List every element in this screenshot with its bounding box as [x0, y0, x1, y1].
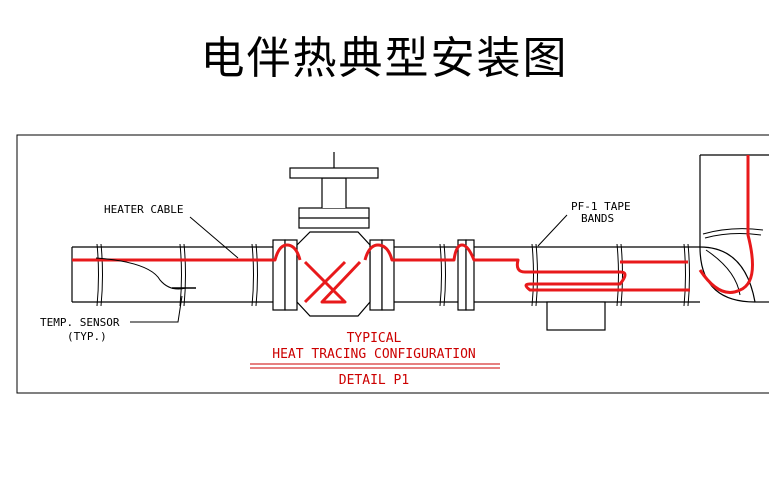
valve	[289, 152, 379, 317]
tape-bands	[96, 243, 690, 307]
heater-cable	[72, 155, 754, 304]
elbow-pipe	[699, 154, 769, 303]
drawing-frame	[16, 134, 769, 394]
caption-line-3: DETAIL P1	[339, 373, 409, 388]
flange-right	[369, 239, 395, 311]
temp-sensor-label: TEMP. SENSOR	[40, 316, 120, 329]
tape-bands-label-1: PF-1 TAPE	[571, 200, 631, 213]
pipe-support	[546, 301, 606, 331]
caption-line-2: HEAT TRACING CONFIGURATION	[272, 347, 476, 362]
flange-left	[272, 239, 298, 311]
flange-pair	[457, 239, 475, 311]
leader-lines	[130, 214, 568, 323]
temp-sensor	[95, 257, 196, 290]
tape-bands-label-2: BANDS	[581, 212, 614, 225]
page-title: 电伴热典型安装图	[200, 33, 569, 84]
heater-cable-label: HEATER CABLE	[104, 203, 183, 216]
caption-line-1: TYPICAL	[347, 331, 402, 346]
temp-sensor-typ-label: (TYP.)	[67, 330, 107, 343]
